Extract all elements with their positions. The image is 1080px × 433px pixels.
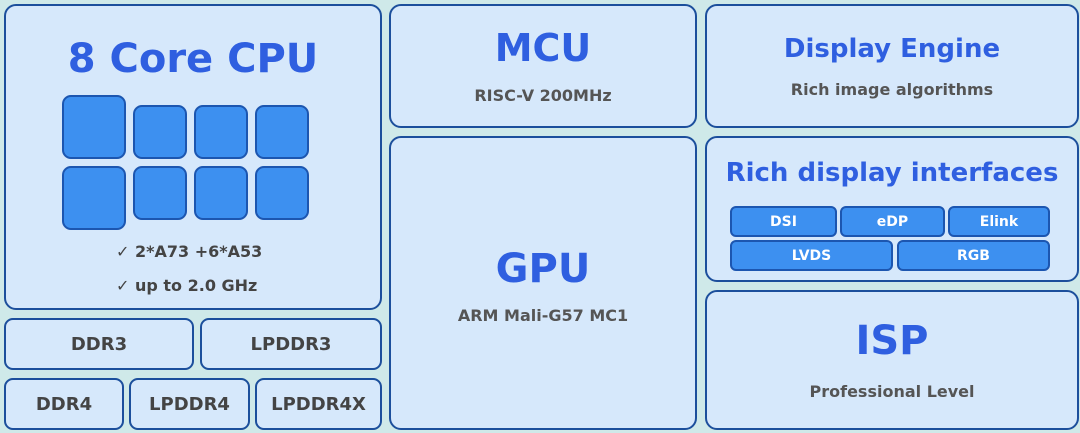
isp-block: ISP Professional Level — [705, 290, 1079, 430]
mcu-title: MCU — [494, 26, 592, 70]
checkmark-icon: ✓ — [116, 276, 130, 295]
interface-chip: LVDS — [730, 240, 893, 271]
isp-title: ISP — [855, 318, 929, 364]
cpu-feature-text: 2*A73 +6*A53 — [134, 242, 263, 261]
display-engine-subtitle: Rich image algorithms — [790, 80, 994, 99]
interface-chip: Elink — [948, 206, 1050, 237]
mcu-block: MCU RISC-V 200MHz — [389, 4, 697, 128]
mcu-subtitle: RISC-V 200MHz — [474, 86, 612, 105]
cpu-block: 8 Core CPU ✓ 2*A73 +6*A53 ✓ up to 2.0 GH… — [4, 4, 382, 310]
cpu-title: 8 Core CPU — [67, 36, 319, 82]
gpu-title: GPU — [495, 246, 591, 292]
interface-chip: RGB — [897, 240, 1050, 271]
display-interfaces-block: Rich display interfaces DSI eDP Elink LV… — [705, 136, 1079, 282]
memory-block: DDR4 — [4, 378, 124, 430]
isp-subtitle: Professional Level — [809, 382, 975, 401]
cpu-feature: ✓ up to 2.0 GHz — [116, 276, 257, 295]
cpu-core-little — [194, 166, 248, 220]
interface-chip: DSI — [730, 206, 837, 237]
cpu-core-little — [255, 166, 309, 220]
memory-block: LPDDR4X — [255, 378, 382, 430]
gpu-subtitle: ARM Mali-G57 MC1 — [457, 306, 629, 325]
display-interfaces-title: Rich display interfaces — [725, 158, 1059, 188]
display-engine-title: Display Engine — [783, 34, 1001, 64]
cpu-core-little — [133, 166, 187, 220]
gpu-block: GPU ARM Mali-G57 MC1 — [389, 136, 697, 430]
cpu-core-little — [194, 105, 248, 159]
checkmark-icon: ✓ — [116, 242, 130, 261]
cpu-feature: ✓ 2*A73 +6*A53 — [116, 242, 262, 261]
cpu-core-big — [62, 166, 126, 230]
interface-chip: eDP — [840, 206, 945, 237]
memory-block: LPDDR3 — [200, 318, 382, 370]
cpu-core-big — [62, 95, 126, 159]
display-engine-block: Display Engine Rich image algorithms — [705, 4, 1079, 128]
memory-block: DDR3 — [4, 318, 194, 370]
cpu-core-little — [255, 105, 309, 159]
memory-block: LPDDR4 — [129, 378, 250, 430]
cpu-feature-text: up to 2.0 GHz — [134, 276, 258, 295]
cpu-core-little — [133, 105, 187, 159]
